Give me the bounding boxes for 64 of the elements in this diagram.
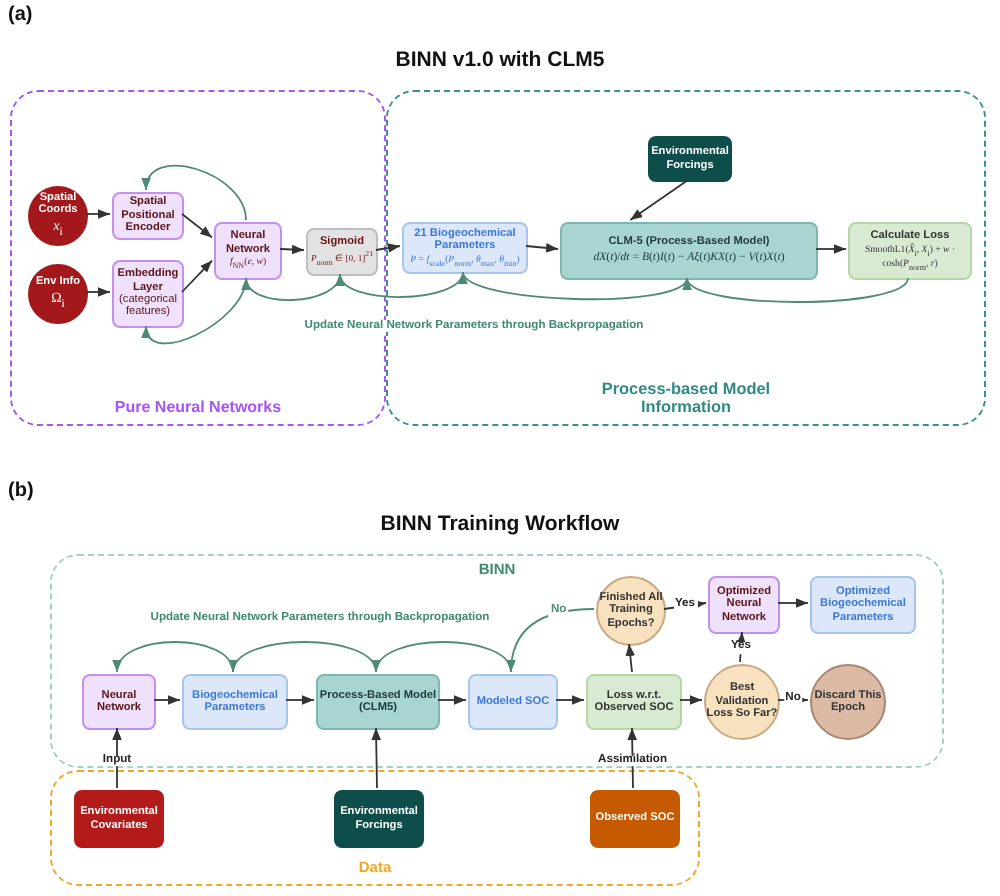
arrow [143, 277, 247, 345]
input-circle [28, 264, 88, 324]
arrow [85, 209, 111, 219]
arrow [525, 243, 559, 253]
heading-text: BINN v1.0 with CLM5 [395, 48, 605, 72]
process-box [182, 674, 288, 730]
process-box [810, 576, 916, 634]
arrow [181, 259, 213, 293]
process-box [112, 192, 184, 240]
process-box [214, 222, 282, 280]
group-label: Process-based Model Information [599, 380, 773, 416]
arrow [777, 695, 809, 705]
arrow [555, 695, 585, 705]
group-region [10, 90, 386, 426]
process-box [112, 260, 184, 328]
arrow [627, 727, 637, 789]
process-box [848, 222, 972, 280]
process-box [560, 222, 818, 280]
decision-circle [596, 576, 666, 646]
arrow [374, 641, 512, 673]
data-box [590, 790, 680, 848]
process-box [306, 228, 378, 276]
arrow [777, 598, 809, 608]
process-box [82, 674, 156, 730]
arrow [143, 164, 247, 221]
arrow [85, 287, 111, 297]
arrow [181, 213, 213, 239]
decision-circle [704, 664, 780, 740]
data-box [334, 790, 424, 848]
arrow [736, 631, 746, 663]
process-box [708, 576, 780, 634]
arrow [625, 643, 636, 673]
group-label: Pure Neural Networks [112, 398, 284, 416]
arrow [371, 727, 381, 789]
arrow [115, 641, 234, 673]
arrow [506, 608, 595, 673]
process-box [586, 674, 682, 730]
input-circle [28, 186, 88, 246]
arrow [375, 243, 401, 253]
arrow [339, 271, 464, 298]
arrow [112, 727, 122, 789]
group-region [386, 90, 986, 426]
panel-label: (a) [8, 4, 33, 26]
arrow [686, 277, 909, 303]
end-circle [810, 664, 886, 740]
group-region [50, 770, 700, 886]
arrow [279, 244, 305, 255]
arrow [815, 244, 847, 254]
process-box [402, 222, 528, 274]
data-box [74, 790, 164, 848]
arrow [231, 641, 377, 673]
process-box [648, 136, 732, 182]
arrow [153, 695, 181, 705]
arrow [629, 179, 689, 221]
arrow [437, 695, 467, 705]
panel-label: (b) [8, 480, 34, 502]
process-box [468, 674, 558, 730]
arrow [285, 695, 315, 705]
arrow [244, 273, 341, 301]
group-region [50, 554, 944, 768]
arrow [462, 271, 688, 300]
arrow [679, 695, 703, 705]
heading-text: BINN Training Workflow [380, 512, 620, 536]
process-box [316, 674, 440, 730]
